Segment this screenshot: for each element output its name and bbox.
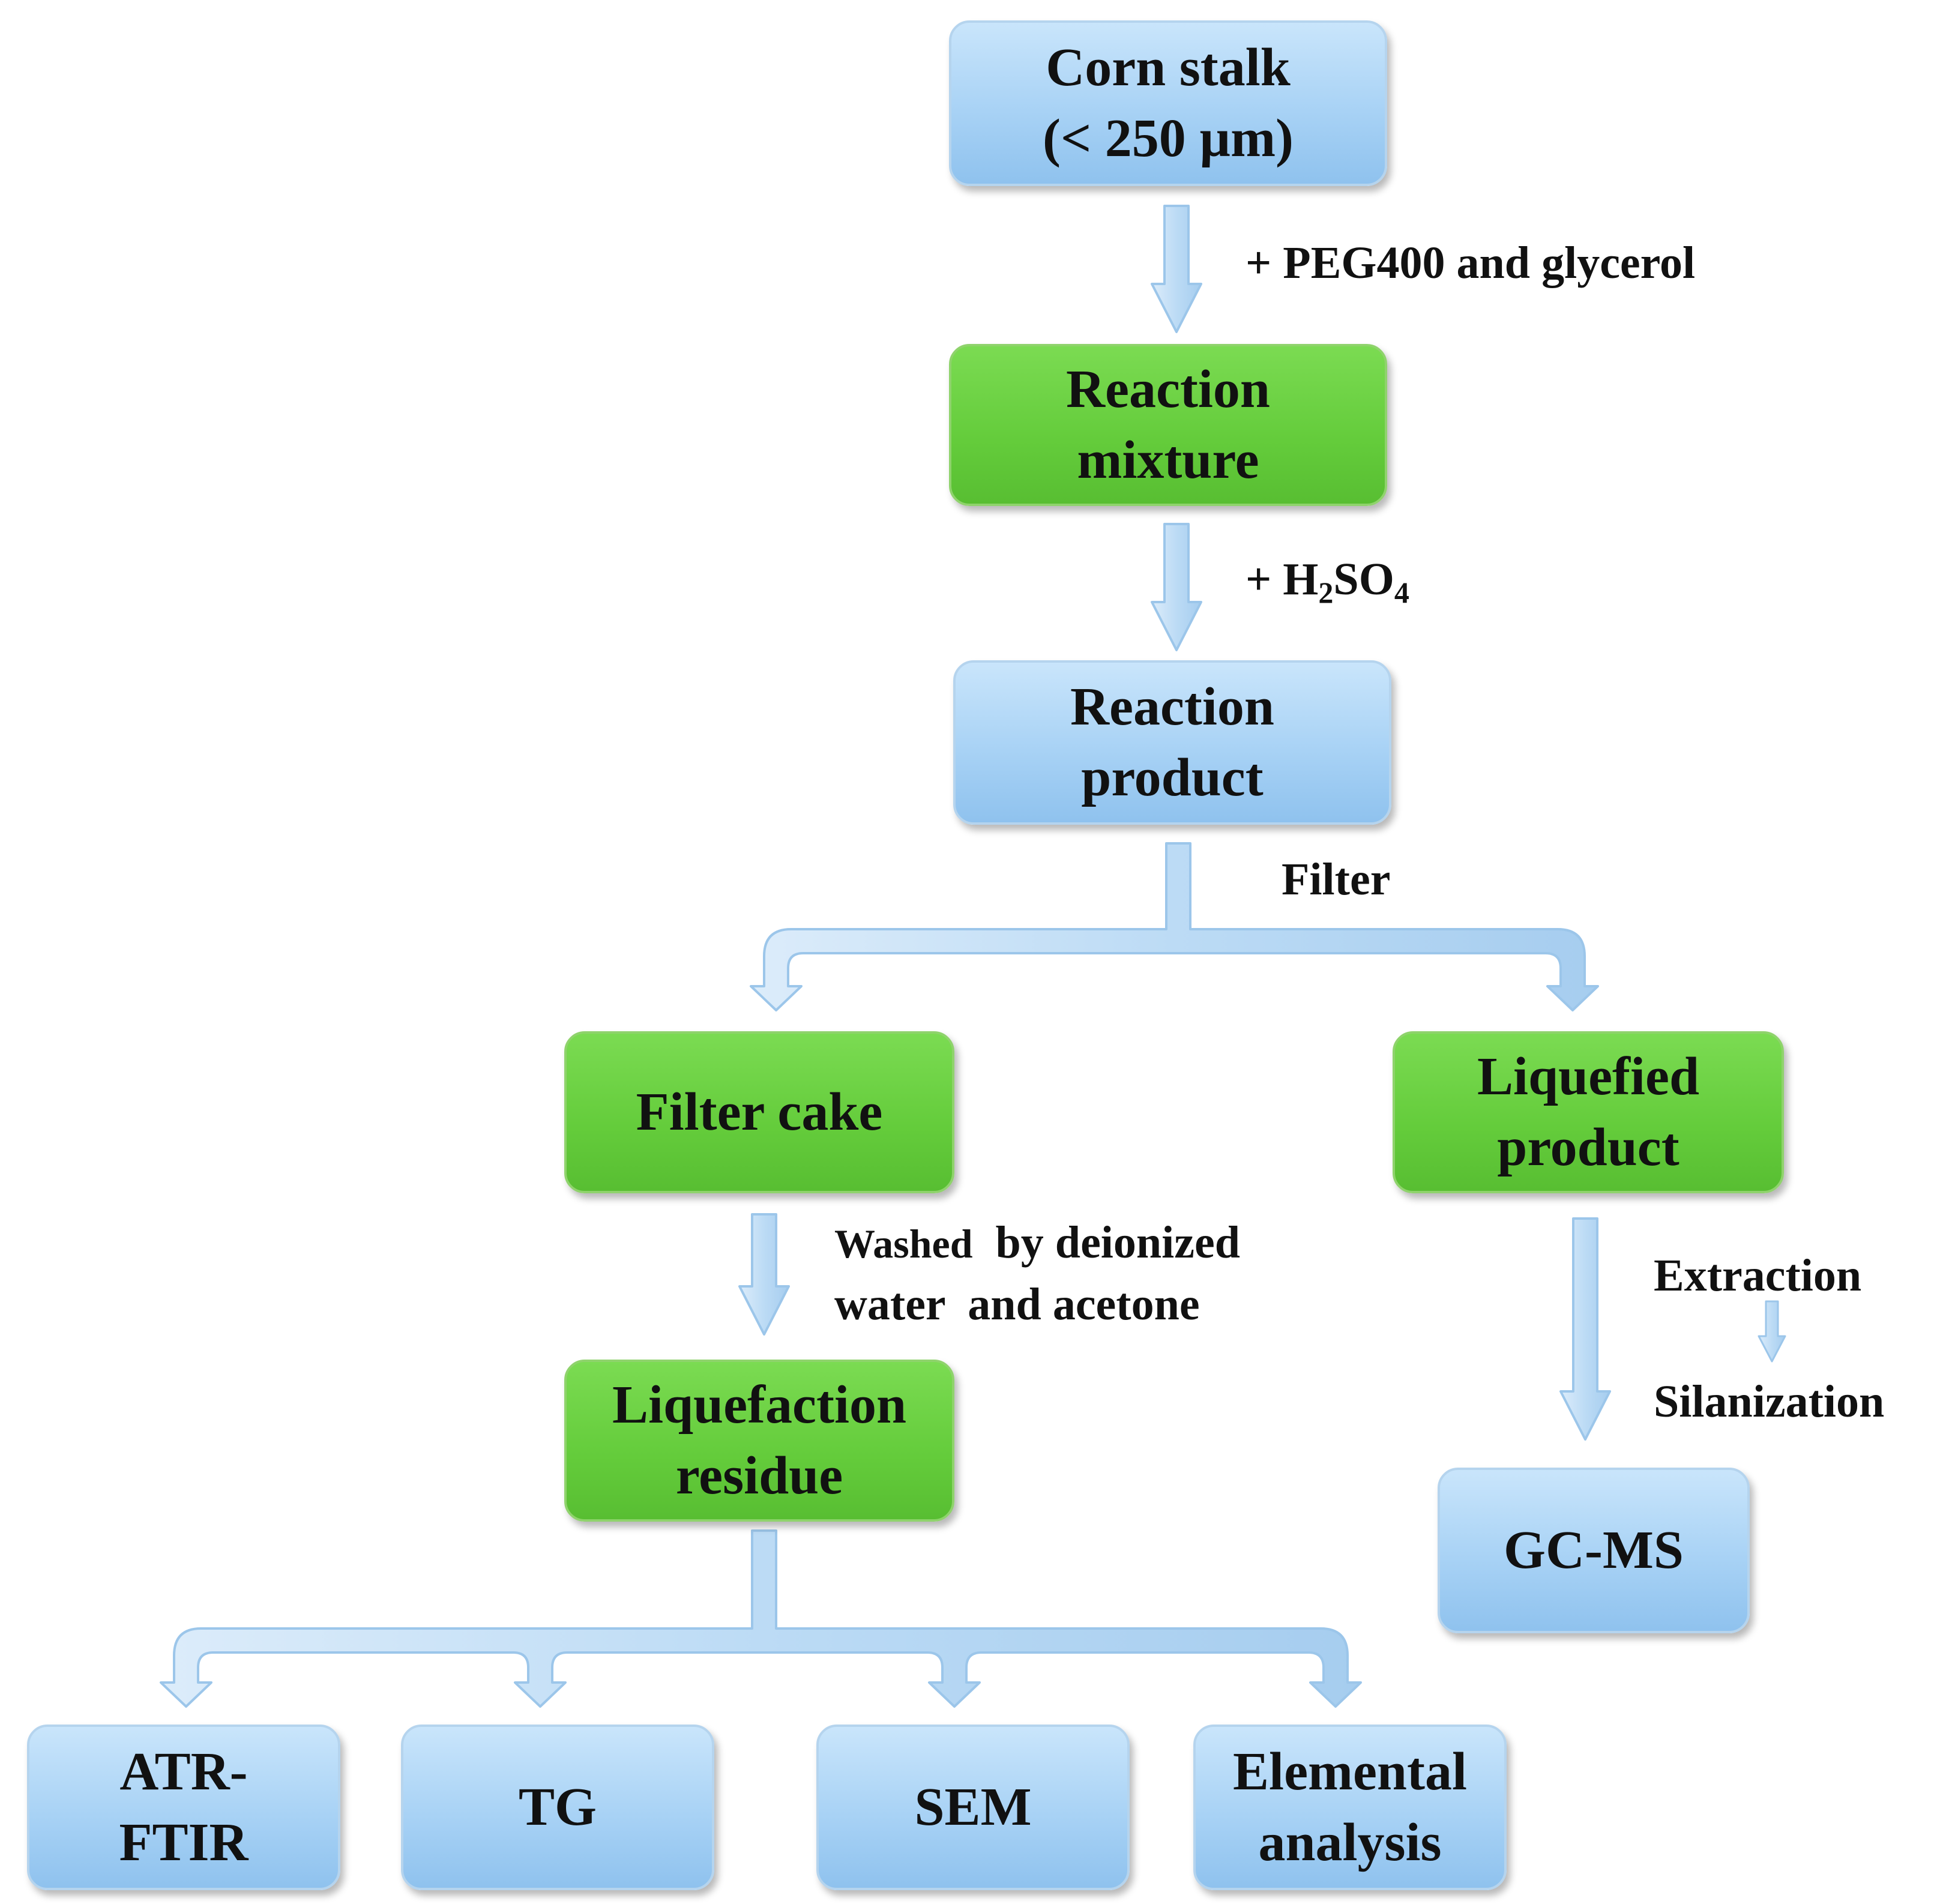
h2so4-mid: SO	[1333, 554, 1394, 604]
arrow-cake-to-residue	[738, 1213, 790, 1336]
arrow-filter-split	[750, 842, 1599, 1011]
tg-box: TG	[401, 1725, 714, 1890]
filter-cake-box: Filter cake	[564, 1031, 954, 1193]
h2so4-prefix: + H	[1246, 554, 1319, 604]
corn-stalk-line2: (< 250 µm)	[1042, 109, 1294, 168]
liquefaction-residue-line1: Liquefaction	[612, 1375, 907, 1435]
silanization-label: Silanization	[1654, 1376, 1885, 1427]
arrow-mixture-to-product	[1151, 523, 1202, 651]
h2so4-label: + H2SO4	[1246, 549, 1409, 609]
reaction-mixture-line2: mixture	[1077, 430, 1259, 490]
washed-label: Washed by deionized	[834, 1213, 1240, 1274]
reaction-mixture-box: Reaction mixture	[949, 344, 1387, 506]
filter-label: Filter	[1282, 854, 1391, 905]
liquefied-product-line1: Liquefied	[1477, 1047, 1700, 1106]
arrow-liquefied-to-gcms	[1559, 1217, 1611, 1441]
liquefaction-residue-line2: residue	[675, 1446, 843, 1505]
elemental-analysis-line2: analysis	[1258, 1813, 1442, 1872]
washed-word: Washed	[834, 1221, 973, 1267]
washed-line2-label: water and acetone	[834, 1279, 1200, 1330]
atr-ftir-box: ATR- FTIR	[27, 1725, 340, 1890]
reaction-product-box: Reaction product	[953, 660, 1391, 825]
gc-ms-box: GC-MS	[1438, 1468, 1750, 1633]
tg-line1: TG	[518, 1777, 597, 1837]
corn-stalk-line1: Corn stalk	[1046, 38, 1291, 97]
sem-box: SEM	[816, 1725, 1130, 1890]
reaction-mixture-line1: Reaction	[1066, 360, 1270, 419]
reaction-product-line2: product	[1081, 748, 1264, 807]
arrow-corn-to-mixture	[1151, 205, 1202, 333]
atr-ftir-line2: FTIR	[119, 1813, 249, 1872]
gc-ms-line1: GC-MS	[1504, 1520, 1684, 1580]
elemental-analysis-line1: Elemental	[1233, 1742, 1467, 1801]
washed-rest: by deionized	[995, 1217, 1241, 1268]
elemental-analysis-box: Elemental analysis	[1193, 1725, 1507, 1890]
sem-line1: SEM	[914, 1777, 1032, 1837]
h2so4-sub2: 4	[1394, 576, 1409, 609]
atr-ftir-line1: ATR-	[119, 1742, 248, 1801]
arrow-residue-split	[160, 1529, 1362, 1708]
arrow-extraction-to-silanization	[1758, 1300, 1786, 1363]
extraction-label: Extraction	[1654, 1250, 1862, 1301]
liquefied-product-box: Liquefied product	[1393, 1031, 1784, 1193]
reaction-product-line1: Reaction	[1070, 677, 1274, 737]
filter-cake-line1: Filter cake	[636, 1082, 883, 1142]
peg-glycerol-label: + PEG400 and glycerol	[1246, 238, 1696, 288]
liquefied-product-line2: product	[1497, 1118, 1679, 1177]
corn-stalk-box: Corn stalk (< 250 µm)	[949, 20, 1387, 186]
liquefaction-residue-box: Liquefaction residue	[564, 1360, 954, 1522]
h2so4-sub1: 2	[1318, 576, 1334, 609]
